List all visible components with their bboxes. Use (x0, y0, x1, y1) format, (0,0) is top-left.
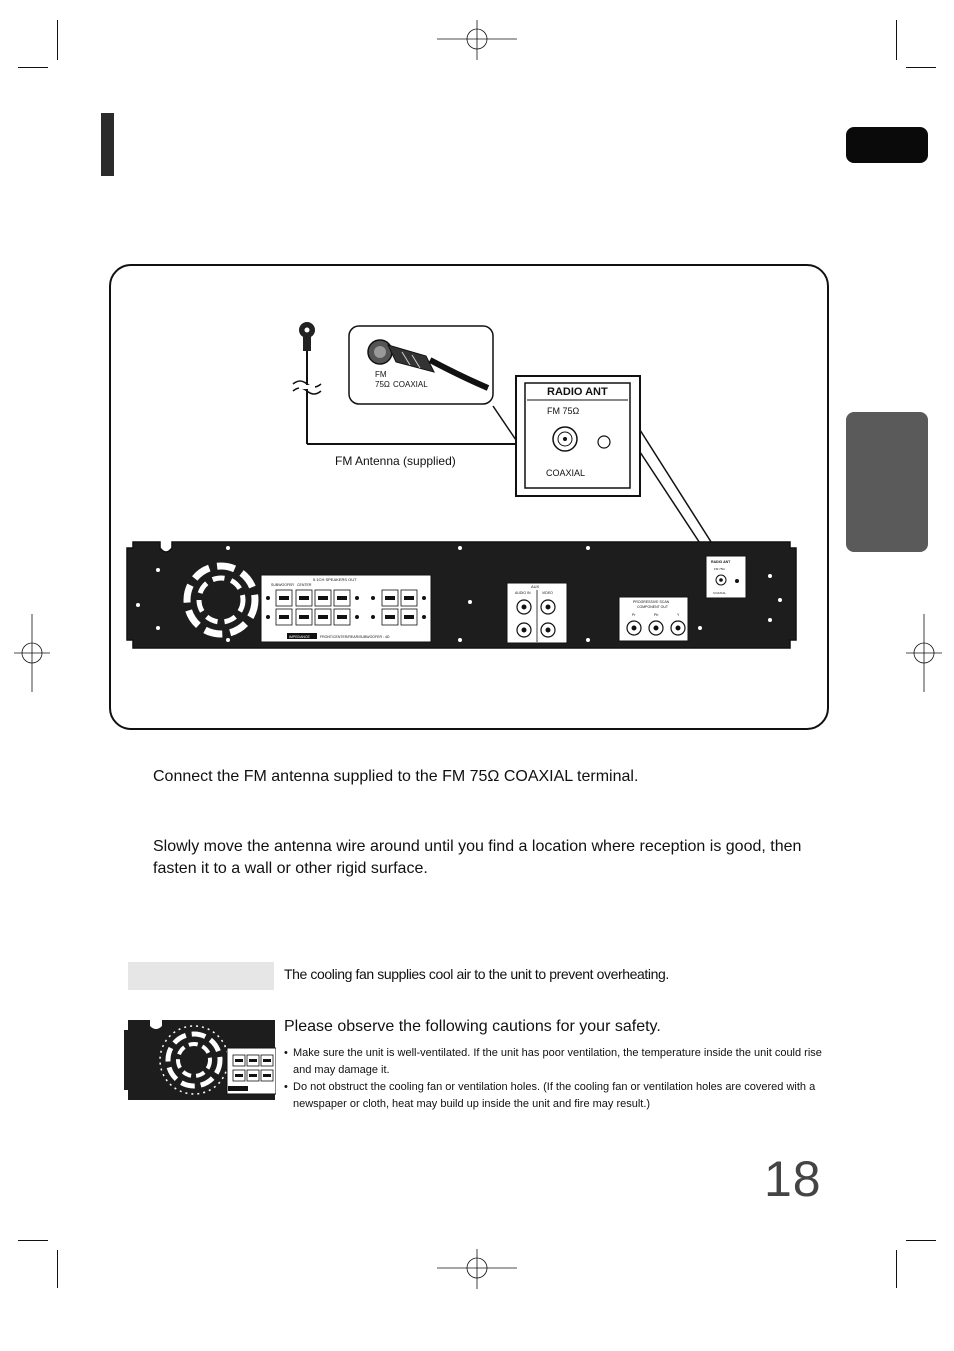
crop-mark (18, 67, 48, 68)
inset-ohm-label: 75Ω (375, 380, 390, 389)
panel-progressive: PROGRESSIVE SCAN (633, 600, 670, 604)
title-bar (101, 113, 114, 176)
registration-mark-right (906, 614, 942, 692)
aux-terminals: AUX AUDIO IN VIDEO (506, 582, 568, 644)
speaker-terminals: 5.1CH SPEAKERS OUT SUBWOOFER CENTER (260, 574, 432, 643)
component-out-terminals: PROGRESSIVE SCAN COMPONENT OUT Pr Pb Y (618, 596, 689, 642)
radio-ant-coaxial: COAXIAL (546, 468, 585, 478)
panel-radio-ant-title: RADIO ANT (711, 560, 731, 564)
section-tab (846, 412, 928, 552)
page-number: 18 (764, 1151, 822, 1207)
panel-center: CENTER (297, 583, 312, 587)
crop-mark (18, 1240, 48, 1241)
crop-mark (57, 1250, 58, 1288)
cooling-fan (183, 562, 259, 638)
radio-ant-title: RADIO ANT (547, 386, 608, 398)
panel-pr: Pr (632, 613, 636, 617)
panel-component-out: COMPONENT OUT (637, 605, 669, 609)
fan-thumbnail (124, 1020, 276, 1100)
caution-item: Do not obstruct the cooling fan or venti… (284, 1079, 829, 1113)
caution-item: Make sure the unit is well-ventilated. I… (284, 1045, 829, 1079)
crop-mark (896, 1250, 897, 1288)
caution-title: Please observe the following cautions fo… (284, 1018, 661, 1035)
panel-impedance-detail: FRONT/CENTER/REAR/SUBWOOFER : 4Ω (320, 635, 390, 639)
caution-list: Make sure the unit is well-ventilated. I… (284, 1045, 829, 1113)
language-tab (846, 127, 928, 163)
panel-coaxial: COAXIAL (713, 591, 726, 595)
cooling-fan-note: The cooling fan supplies cool air to the… (284, 966, 669, 982)
registration-mark-left (14, 614, 50, 692)
antenna-caption: FM Antenna (supplied) (335, 454, 456, 468)
panel-speakers-title: 5.1CH SPEAKERS OUT (313, 577, 357, 582)
panel-y: Y (677, 613, 680, 617)
panel-audio-in: AUDIO IN (515, 591, 531, 595)
panel-radio-ant: RADIO ANT FM 75Ω COAXIAL (705, 555, 747, 599)
panel-subwoofer: SUBWOOFER (271, 583, 294, 587)
note-label-box (128, 962, 274, 990)
step-1-text: Connect the FM antenna supplied to the F… (153, 768, 639, 785)
plug-inset: FM 75Ω COAXIAL (348, 325, 494, 405)
inset-coaxial-label: COAXIAL (393, 380, 428, 389)
crop-mark (906, 1240, 936, 1241)
panel-fm75: FM 75Ω (714, 567, 726, 571)
crop-mark (896, 20, 897, 60)
panel-video: VIDEO (542, 591, 553, 595)
registration-mark-bottom (437, 1249, 517, 1289)
registration-mark-top (437, 20, 517, 60)
antenna-connection-diagram: FM 75Ω COAXIAL FM Antenna (supplied) RAD… (126, 322, 797, 649)
step-2-text: Slowly move the antenna wire around unti… (153, 838, 802, 877)
radio-ant-fm: FM 75Ω (547, 406, 580, 416)
crop-mark (906, 67, 936, 68)
rear-panel: 5.1CH SPEAKERS OUT SUBWOOFER CENTER (126, 541, 797, 649)
panel-pb: Pb (654, 613, 658, 617)
crop-mark (57, 20, 58, 60)
inset-fm-label: FM (375, 370, 387, 379)
radio-ant-zoom: RADIO ANT FM 75Ω COAXIAL (515, 375, 641, 497)
panel-aux: AUX (531, 584, 540, 589)
panel-impedance: IMPEDANCE (289, 635, 310, 639)
